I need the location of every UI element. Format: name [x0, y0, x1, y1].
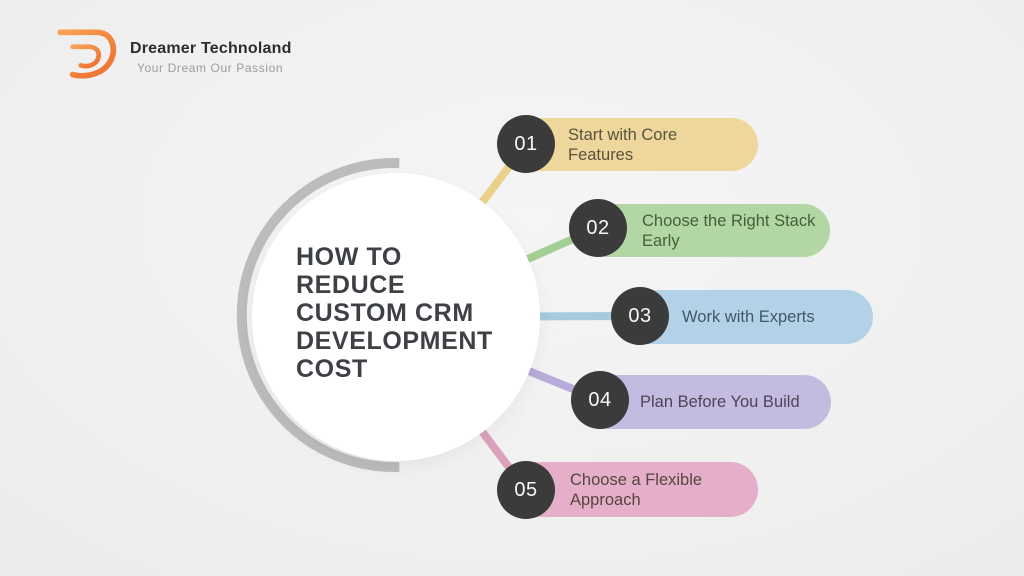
step-label-3: Work with Experts — [682, 308, 815, 326]
brand-logo: Dreamer Technoland Your Dream Our Passio… — [52, 22, 292, 88]
title-line: COST — [296, 355, 368, 383]
step-number-badge-3: 03 — [611, 287, 669, 345]
step-label-1: Start with Core Features — [568, 125, 678, 164]
brand-logo-icon — [57, 29, 117, 79]
title-line: HOW TO — [296, 243, 402, 271]
step-label-2: Choose the Right Stack Early — [642, 211, 816, 250]
step-label-4: Plan Before You Build — [640, 393, 800, 411]
step-number-badge-4: 04 — [571, 371, 629, 429]
brand-text: Dreamer Technoland Your Dream Our Passio… — [130, 40, 292, 75]
center-circle: HOW TO REDUCE CUSTOM CRM DEVELOPMENT COS… — [252, 173, 540, 461]
title-line: REDUCE — [296, 271, 406, 299]
brand-tagline: Your Dream Our Passion — [137, 61, 284, 75]
center-arc — [236, 158, 400, 472]
step-number-badge-2: 02 — [569, 199, 627, 257]
step-number-badge-5: 05 — [497, 461, 555, 519]
infographic-title: HOW TO REDUCE CUSTOM CRM DEVELOPMENT COS… — [296, 243, 493, 383]
title-line: CUSTOM CRM — [296, 299, 474, 327]
step-number-badge-1: 01 — [497, 115, 555, 173]
step-label-5: Choose a Flexible Approach — [570, 470, 703, 509]
title-line: DEVELOPMENT — [296, 327, 493, 355]
brand-name: Dreamer Technoland — [130, 40, 292, 57]
